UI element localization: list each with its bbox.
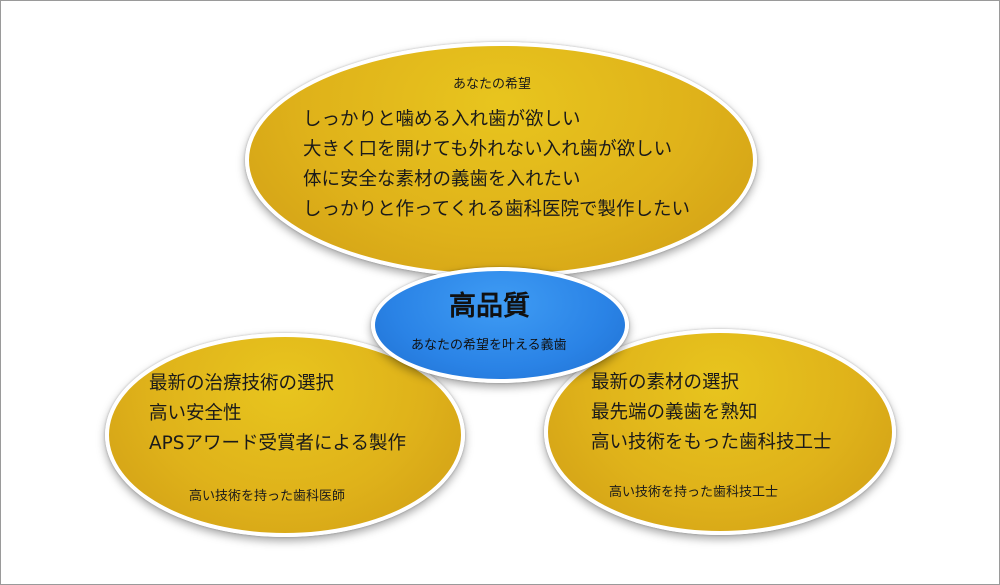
center-bubble-title: 高品質 — [449, 291, 530, 322]
left-bubble — [105, 333, 465, 537]
right-bubble — [544, 329, 896, 535]
center-bubble-subtitle: あなたの希望を叶える義歯 — [411, 338, 567, 353]
right-bubble-line: 最先端の義歯を熟知 — [591, 402, 758, 423]
top-bubble-line: しっかりと作ってくれる歯科医院で製作したい — [303, 199, 691, 220]
top-bubble-line: しっかりと噛める入れ歯が欲しい — [303, 109, 581, 130]
top-bubble-line: 大きく口を開けても外れない入れ歯が欲しい — [303, 139, 673, 160]
top-bubble-line: 体に安全な素材の義歯を入れたい — [303, 169, 581, 190]
right-bubble-lines: 最新の素材の選択 最先端の義歯を熟知 高い技術をもった歯科技工士 — [591, 368, 832, 458]
left-bubble-lines: 最新の治療技術の選択 高い安全性 APSアワード受賞者による製作 — [149, 369, 406, 459]
left-bubble-line: 最新の治療技術の選択 — [149, 373, 335, 394]
top-bubble — [245, 42, 757, 278]
left-bubble-caption: 高い技術を持った歯科医師 — [189, 489, 346, 504]
left-bubble-line: 高い安全性 — [149, 403, 242, 424]
left-bubble-line: APSアワード受賞者による製作 — [149, 433, 407, 454]
center-bubble — [371, 267, 629, 383]
top-bubble-caption: あなたの希望 — [453, 77, 532, 92]
right-bubble-line: 高い技術をもった歯科技工士 — [591, 432, 832, 453]
top-bubble-lines: しっかりと噛める入れ歯が欲しい 大きく口を開けても外れない入れ歯が欲しい 体に安… — [303, 105, 690, 225]
right-bubble-line: 最新の素材の選択 — [591, 372, 740, 393]
right-bubble-caption: 高い技術を持った歯科技工士 — [609, 485, 779, 500]
